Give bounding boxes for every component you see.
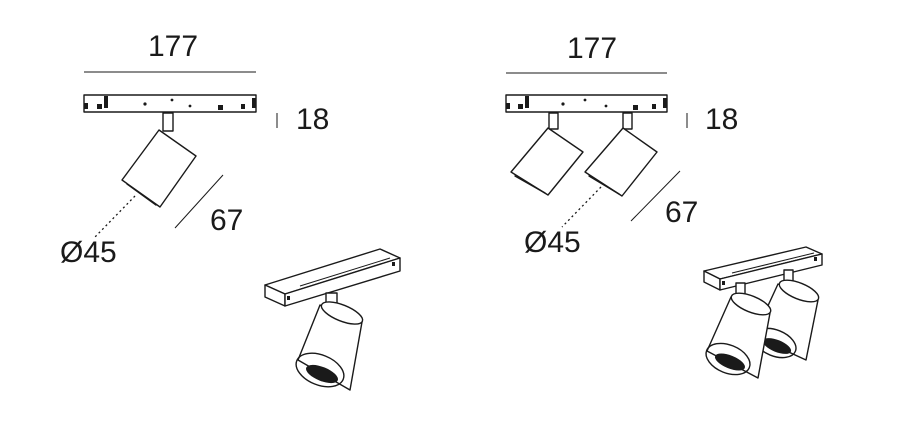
- single-spot-perspective-view: [264, 248, 401, 391]
- spot-lens-ring-2: [705, 342, 751, 376]
- track-bar-front-view-2: [505, 94, 668, 113]
- spot-head-front-view-1: [510, 112, 584, 196]
- diameter-leader-line: [94, 195, 136, 238]
- single-spot-drawing: 177 18 67 Ø45: [60, 30, 401, 391]
- depth-dimension-line-2: [630, 170, 681, 222]
- height-dimension-label: 18: [296, 103, 329, 136]
- depth-dimension-label: 67: [210, 204, 243, 237]
- track-front-face: [284, 257, 401, 307]
- spot-lens: [306, 364, 338, 384]
- track-body-2: [505, 94, 668, 113]
- spot-lens-2: [714, 353, 746, 371]
- track-front-face-2: [719, 253, 823, 291]
- spot-cylinder: [121, 129, 197, 208]
- double-spot-drawing: 177 18: [505, 32, 823, 379]
- width-dimension-label: 177: [148, 30, 198, 63]
- diameter-dimension-label-2: Ø45: [524, 226, 581, 259]
- diameter-leader-line-2: [561, 186, 602, 228]
- track-bar-front-view: [83, 94, 257, 113]
- depth-dimension-line: [174, 174, 224, 229]
- diameter-dimension-label: Ø45: [60, 236, 117, 269]
- width-dimension-label-2: 177: [567, 32, 617, 65]
- spot-head-front-view: [121, 112, 197, 208]
- depth-dimension-label-2: 67: [665, 196, 698, 229]
- double-spot-perspective-view: [703, 246, 823, 379]
- spot-lens-ring: [295, 352, 345, 388]
- track-body: [83, 94, 257, 113]
- mount-stem: [162, 112, 174, 132]
- height-dimension-label-2: 18: [705, 103, 738, 136]
- spot-head-front-view-2: [584, 112, 658, 197]
